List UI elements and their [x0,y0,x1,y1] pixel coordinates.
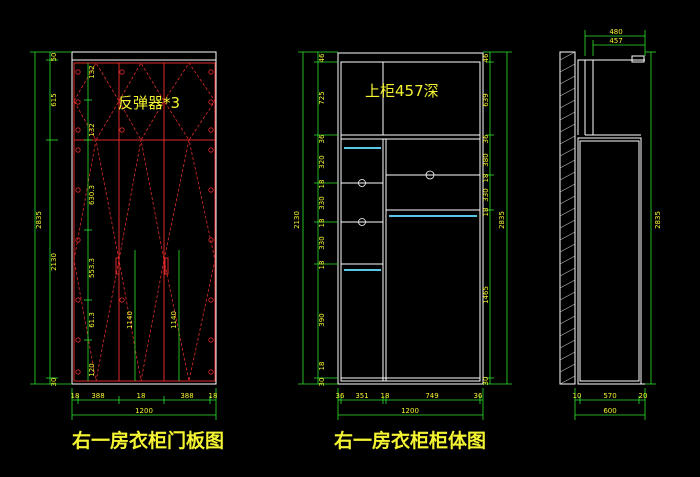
door-panels [73,62,216,382]
carcass-left-seg-9: 390 [318,313,326,326]
door-left-seg-3: 30 [50,378,58,387]
side-top-dim-1: 457 [609,37,622,45]
door-total-width: 1200 [135,407,153,415]
carcass-view: 2130 46 725 36 320 18 330 18 330 18 390 … [293,51,512,420]
door-diamonds-top [73,62,216,141]
door-inner-2: 630.3 [88,185,96,205]
door-total-height: 2835 [35,211,43,229]
side-top-dim-0: 480 [609,28,622,36]
door-inner-right-1: 1140 [170,311,178,329]
door-handle-left [115,257,120,275]
door-bottom-seg-0: 18 [71,392,80,400]
door-bottom-seg-4: 18 [209,392,218,400]
carcass-left-seg-7: 330 [318,236,326,249]
carcass-bottom-seg-0: 36 [336,392,345,400]
side-total-height: 2835 [654,211,662,229]
carcass-left-seg-6: 18 [318,219,326,228]
carcass-total-width: 1200 [401,407,419,415]
carcass-bottom-seg-1: 351 [355,392,368,400]
carcass-left-seg-4: 18 [318,180,326,189]
carcass-right-seg-6: 18 [482,208,490,217]
carcass-bottom-seg-4: 36 [474,392,483,400]
door-left-seg-0: 50 [50,53,58,62]
carcass-left-seg-3: 320 [318,155,326,168]
carcass-total-height-left: 2130 [293,211,301,229]
side-total-depth: 600 [603,407,616,415]
side-bottom-seg-1: 570 [603,392,616,400]
carcass-total-height: 2835 [498,211,506,229]
side-bottom-seg-2: 20 [639,392,648,400]
door-handle-right [164,257,169,275]
hinge-dots [75,69,214,375]
carcass-right-seg-4: 18 [482,174,490,183]
side-bottom-seg-0: 10 [573,392,582,400]
carcass-left-seg-0: 46 [318,53,326,62]
door-inner-3: 553.3 [88,258,96,278]
carcass-left-seg-8: 18 [318,261,326,270]
drawer-knobs [358,170,435,226]
carcass-left-seg-2: 36 [318,134,326,143]
carcass-right-seg-8: 30 [482,377,490,386]
door-dimension-lines [30,51,217,420]
door-bottom-seg-2: 18 [137,392,146,400]
door-inner-right-0: 1140 [126,311,134,329]
carcass-left-seg-1: 725 [318,91,326,104]
side-cabinet [577,55,645,385]
door-left-seg-2: 2130 [50,253,58,271]
wall-hatch [559,51,576,385]
door-diamonds-bottom [73,139,216,382]
wall-section [559,51,576,385]
door-left-seg-1: 615 [50,93,58,106]
door-bottom-seg-3: 388 [180,392,193,400]
door-dimension-texts: 2835 50 615 2130 30 132 132 630.3 553.3 … [35,53,217,415]
carcass-outline [337,52,484,385]
door-drawing-caption: 右一房衣柜门板图 [72,430,225,452]
carcass-bottom-seg-2: 18 [381,392,390,400]
carcass-dimension-lines [298,51,512,420]
door-panel-view: 2835 50 615 2130 30 132 132 630.3 553.3 … [30,51,217,420]
carcass-right-seg-3: 380 [482,153,490,166]
door-inner-0: 132 [88,65,96,78]
door-bottom-seg-1: 388 [91,392,104,400]
carcass-right-seg-0: 46 [482,53,490,62]
rebound-note: 反弹器*3 [118,94,181,112]
carcass-right-seg-1: 639 [482,93,490,106]
carcass-right-seg-2: 36 [482,134,490,143]
door-inner-5: 120 [88,363,96,376]
side-section-view: 480 457 2835 10 570 20 600 [559,28,662,420]
side-dimension-texts: 480 457 2835 10 570 20 600 [573,28,662,415]
door-frame [71,51,217,385]
door-inner-1: 132 [88,123,96,136]
carcass-right-seg-5: 330 [482,188,490,201]
carcass-bottom-seg-3: 749 [425,392,438,400]
carcass-left-seg-11: 30 [318,378,326,387]
upper-cabinet-note: 上柜457深 [365,82,439,100]
hanging-rods [344,147,477,271]
carcass-left-seg-5: 330 [318,196,326,209]
carcass-right-seg-7: 1465 [482,286,490,304]
door-inner-4: 61.3 [88,312,96,328]
carcass-left-seg-10: 18 [318,362,326,371]
side-dimension-lines [574,30,656,420]
carcass-drawing-caption: 右一房衣柜柜体图 [334,430,487,452]
carcass-dimension-texts: 2130 46 725 36 320 18 330 18 330 18 390 … [293,53,506,415]
